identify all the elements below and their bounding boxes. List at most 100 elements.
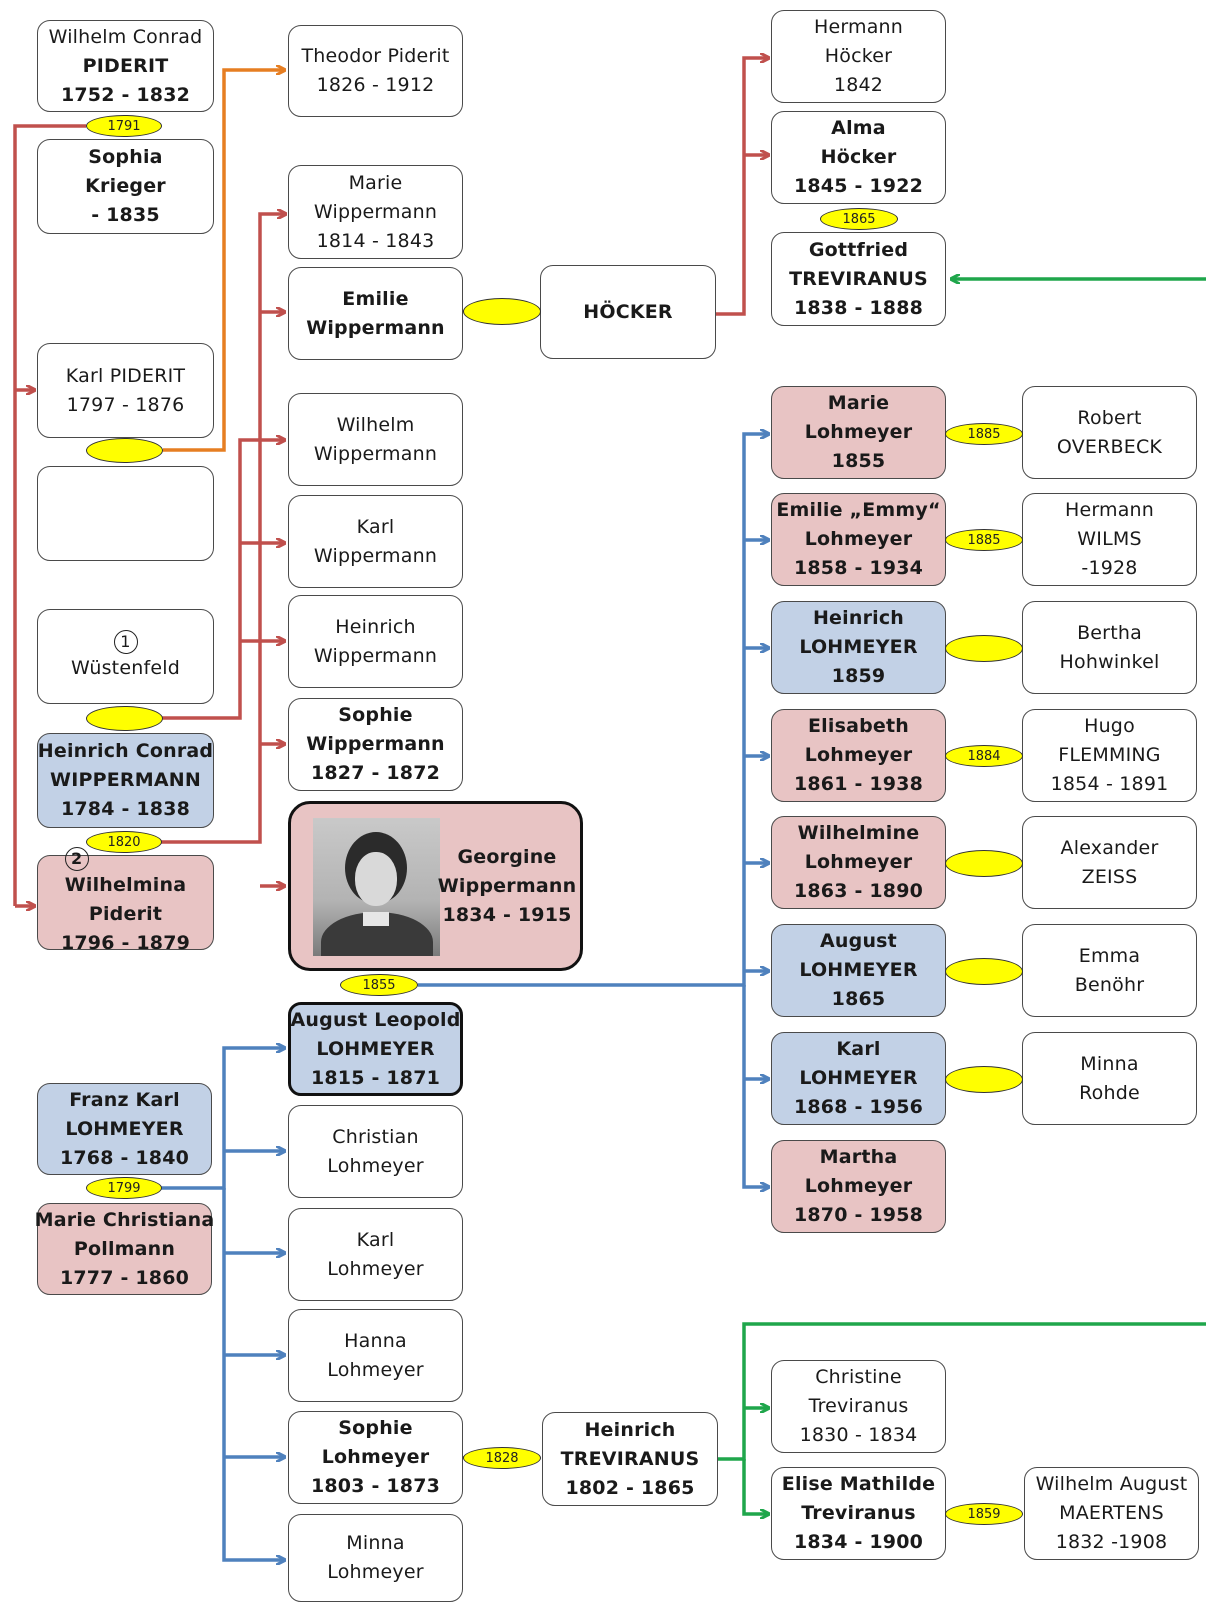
surname: Wippermann: [437, 874, 577, 897]
surname: OVERBECK: [1056, 435, 1163, 458]
name: Sophie: [338, 704, 413, 726]
name: Franz Karl: [69, 1088, 180, 1111]
marriage-1799: 1799: [86, 1177, 162, 1199]
person-sophia-krieger: Sophia Krieger - 1835: [37, 139, 214, 234]
surname: LOHMEYER: [799, 1067, 918, 1089]
marriage-heinrich-bertha: [945, 635, 1023, 662]
name: Minna: [1080, 1052, 1139, 1075]
dates: 1803 - 1873: [310, 1475, 441, 1497]
dates: 1863 - 1890: [793, 880, 924, 902]
person-hoecker: HÖCKER: [540, 265, 716, 359]
dates: 1865: [831, 988, 886, 1010]
name: Hanna: [344, 1329, 407, 1352]
name: Heinrich: [812, 607, 905, 629]
person-christian-lohmeyer: Christian Lohmeyer: [288, 1105, 463, 1198]
person-karl-lohmeyer-2: Karl LOHMEYER 1868 - 1956: [771, 1032, 946, 1125]
green-lines: [718, 279, 1206, 1514]
person-heinrich-lohmeyer: Heinrich LOHMEYER 1859: [771, 601, 946, 694]
surname: Wippermann: [313, 442, 438, 465]
person-marie-christiana-pollmann: Marie Christiana Pollmann 1777 - 1860: [35, 1203, 214, 1295]
person-alexander-zeiss: Alexander ZEISS: [1022, 816, 1197, 909]
person-minna-rohde: Minna Rohde: [1022, 1032, 1197, 1125]
name: Wilhelmina: [64, 874, 187, 896]
person-karl-piderit: Karl PIDERIT 1797 - 1876: [37, 343, 214, 438]
name: August: [820, 930, 897, 952]
dates: 1815 - 1871: [310, 1066, 441, 1089]
dates: 1834 - 1915: [442, 903, 572, 926]
name: Sophia: [88, 146, 163, 168]
marriage-1885-marie: 1885: [945, 423, 1023, 445]
person-karl-wippermann: Karl Wippermann: [288, 495, 463, 588]
name: Emma: [1078, 944, 1141, 967]
person-karl-lohmeyer-1: Karl Lohmeyer: [288, 1208, 463, 1301]
person-robert-overbeck: Robert OVERBECK: [1022, 386, 1197, 479]
surname: TREVIRANUS: [789, 267, 928, 290]
marriage-1865: 1865: [820, 208, 898, 230]
surname: Lohmeyer: [804, 1175, 913, 1197]
georgine-text: Georgine Wippermann 1834 - 1915: [438, 804, 576, 968]
portrait-photo: [313, 818, 440, 956]
person-wilhelm-wippermann: Wilhelm Wippermann: [288, 393, 463, 486]
person-sophie-wippermann: Sophie Wippermann 1827 - 1872: [288, 698, 463, 791]
name: Gottfried: [808, 238, 909, 261]
person-emilie-emmy-lohmeyer: Emilie „Emmy“ Lohmeyer 1858 - 1934: [771, 493, 946, 586]
surname: TREVIRANUS: [560, 1447, 700, 1470]
person-heinrich-conrad-wippermann: Heinrich Conrad WIPPERMANN 1784 - 1838: [37, 733, 214, 828]
person-wilhelmine-lohmeyer: Wilhelmine Lohmeyer 1863 - 1890: [771, 816, 946, 909]
red-lines: [13, 58, 768, 906]
name: Heinrich Conrad: [37, 740, 214, 762]
name: Christian: [332, 1125, 419, 1148]
blue-lines: [160, 434, 768, 1560]
person-bertha-hohwinkel: Bertha Hohwinkel: [1022, 601, 1197, 694]
dates: 1834 - 1900: [793, 1531, 924, 1553]
name: Marie: [348, 171, 403, 194]
surname: Wippermann: [306, 733, 445, 755]
surname: Pollmann: [73, 1237, 176, 1260]
dates: 1855: [831, 450, 886, 472]
name: Wilhelm Conrad: [48, 25, 203, 48]
surname: Rohde: [1079, 1081, 1140, 1104]
person-wilhelm-august-maertens: Wilhelm August MAERTENS 1832 -1908: [1024, 1467, 1199, 1560]
portrait-face: [355, 852, 397, 906]
surname: Lohmeyer: [804, 421, 913, 443]
person-unknown-empty: [37, 466, 214, 561]
dates: 1832 -1908: [1055, 1531, 1168, 1553]
marriage-1820: 1820: [86, 831, 162, 853]
surname: Wippermann: [313, 200, 438, 223]
name: Elise Mathilde: [781, 1473, 936, 1495]
name: Hugo: [1084, 715, 1135, 737]
name: Bertha: [1077, 621, 1142, 644]
number-badge: 1: [113, 630, 138, 654]
marriage-1855: 1855: [340, 974, 418, 996]
dates: 1854 - 1891: [1050, 773, 1169, 795]
person-christine-treviranus: Christine Treviranus 1830 - 1834: [771, 1360, 946, 1453]
person-emilie-wippermann: Emilie Wippermann: [288, 267, 463, 360]
dates: 1752 - 1832: [60, 83, 191, 106]
dates: 1814 - 1843: [316, 229, 435, 252]
name: Karl: [356, 515, 395, 538]
surname: Krieger: [85, 175, 166, 197]
name: Wilhelm: [336, 413, 415, 436]
marriage-1828: 1828: [463, 1447, 541, 1469]
person-emma-benoehr: Emma Benöhr: [1022, 924, 1197, 1017]
marriage-wuestenfeld: [86, 706, 163, 731]
surname: Treviranus: [801, 1502, 916, 1524]
marriage-august-emma: [945, 958, 1023, 985]
surname: Piderit: [88, 903, 163, 925]
person-gottfried-treviranus: Gottfried TREVIRANUS 1838 - 1888: [771, 232, 946, 326]
dates: - 1835: [91, 204, 160, 226]
marriage-1859: 1859: [945, 1503, 1023, 1525]
surname: PIDERIT: [82, 54, 169, 77]
surname: Hohwinkel: [1059, 650, 1160, 673]
dates: 1768 - 1840: [59, 1146, 190, 1169]
dates: 1797 - 1876: [66, 393, 185, 416]
surname: Wippermann: [313, 544, 438, 567]
surname: Lohmeyer: [327, 1154, 424, 1177]
surname: Wippermann: [306, 316, 445, 339]
dates: 1858 - 1934: [793, 557, 924, 579]
surname: Benöhr: [1074, 973, 1145, 996]
marriage-emilie-hoecker: [463, 298, 541, 325]
person-elise-mathilde-treviranus: Elise Mathilde Treviranus 1834 - 1900: [771, 1467, 946, 1560]
